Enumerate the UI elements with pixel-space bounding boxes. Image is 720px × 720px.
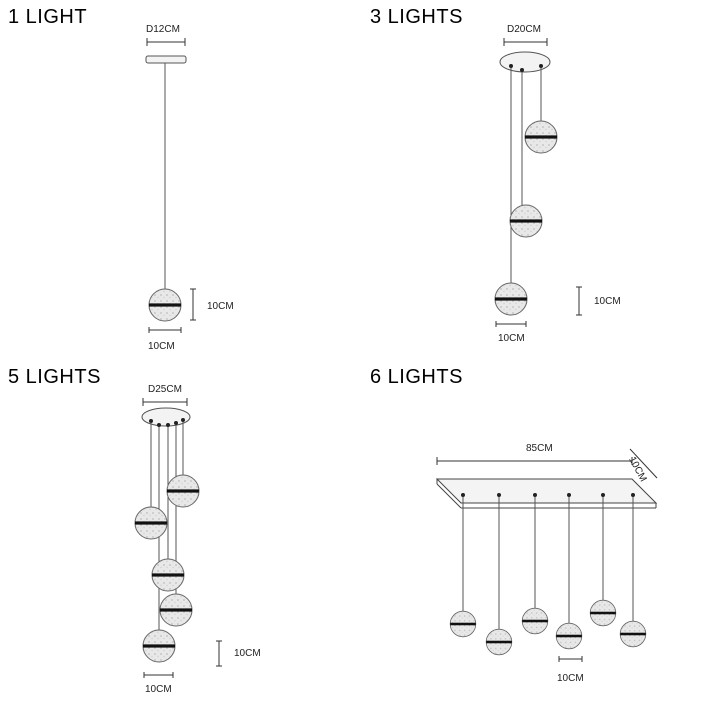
globe-3b bbox=[509, 204, 543, 238]
globe-5c bbox=[151, 558, 185, 592]
fixture-5-lights bbox=[134, 398, 222, 678]
globe-5b bbox=[134, 506, 168, 540]
globe-3c bbox=[494, 282, 528, 316]
bar-canopy-6 bbox=[435, 478, 658, 504]
title-5-lights: 5 LIGHTS bbox=[8, 366, 101, 388]
globe-1 bbox=[148, 288, 182, 322]
globe-5d bbox=[159, 593, 193, 627]
canopy-5 bbox=[141, 407, 191, 427]
globe-height-label-3: 10CM bbox=[594, 296, 621, 307]
canopy-3 bbox=[499, 51, 551, 73]
globe-width-label-5: 10CM bbox=[145, 684, 172, 695]
title-1-light: 1 LIGHT bbox=[8, 6, 88, 28]
globe-5e bbox=[142, 629, 176, 663]
fixture-6-lights bbox=[435, 448, 658, 662]
title-3-lights: 3 LIGHTS bbox=[370, 6, 463, 28]
globe-6f bbox=[619, 620, 647, 648]
canopy-diameter-label-1: D12CM bbox=[146, 24, 180, 35]
title-6-lights: 6 LIGHTS bbox=[370, 366, 463, 388]
globe-height-label-5: 10CM bbox=[234, 648, 261, 659]
canopy-1 bbox=[145, 55, 187, 64]
globe-6c bbox=[521, 607, 549, 635]
canopy-diameter-label-3: D20CM bbox=[507, 24, 541, 35]
globe-height-label-1: 10CM bbox=[207, 301, 234, 312]
globe-6b bbox=[485, 628, 513, 656]
globe-width-label-1: 10CM bbox=[148, 341, 175, 352]
canopy-diameter-label-5: D25CM bbox=[148, 384, 182, 395]
globe-6e bbox=[589, 599, 617, 627]
globe-width-label-3: 10CM bbox=[498, 333, 525, 344]
globe-6d bbox=[555, 622, 583, 650]
bar-length-label-6: 85CM bbox=[526, 443, 553, 454]
globe-5a bbox=[166, 474, 200, 508]
fixture-1-light bbox=[145, 38, 196, 333]
fixture-3-lights bbox=[494, 38, 582, 327]
globe-3a bbox=[524, 120, 558, 154]
globe-width-label-6: 10CM bbox=[557, 673, 584, 684]
globe-6a bbox=[449, 610, 477, 638]
